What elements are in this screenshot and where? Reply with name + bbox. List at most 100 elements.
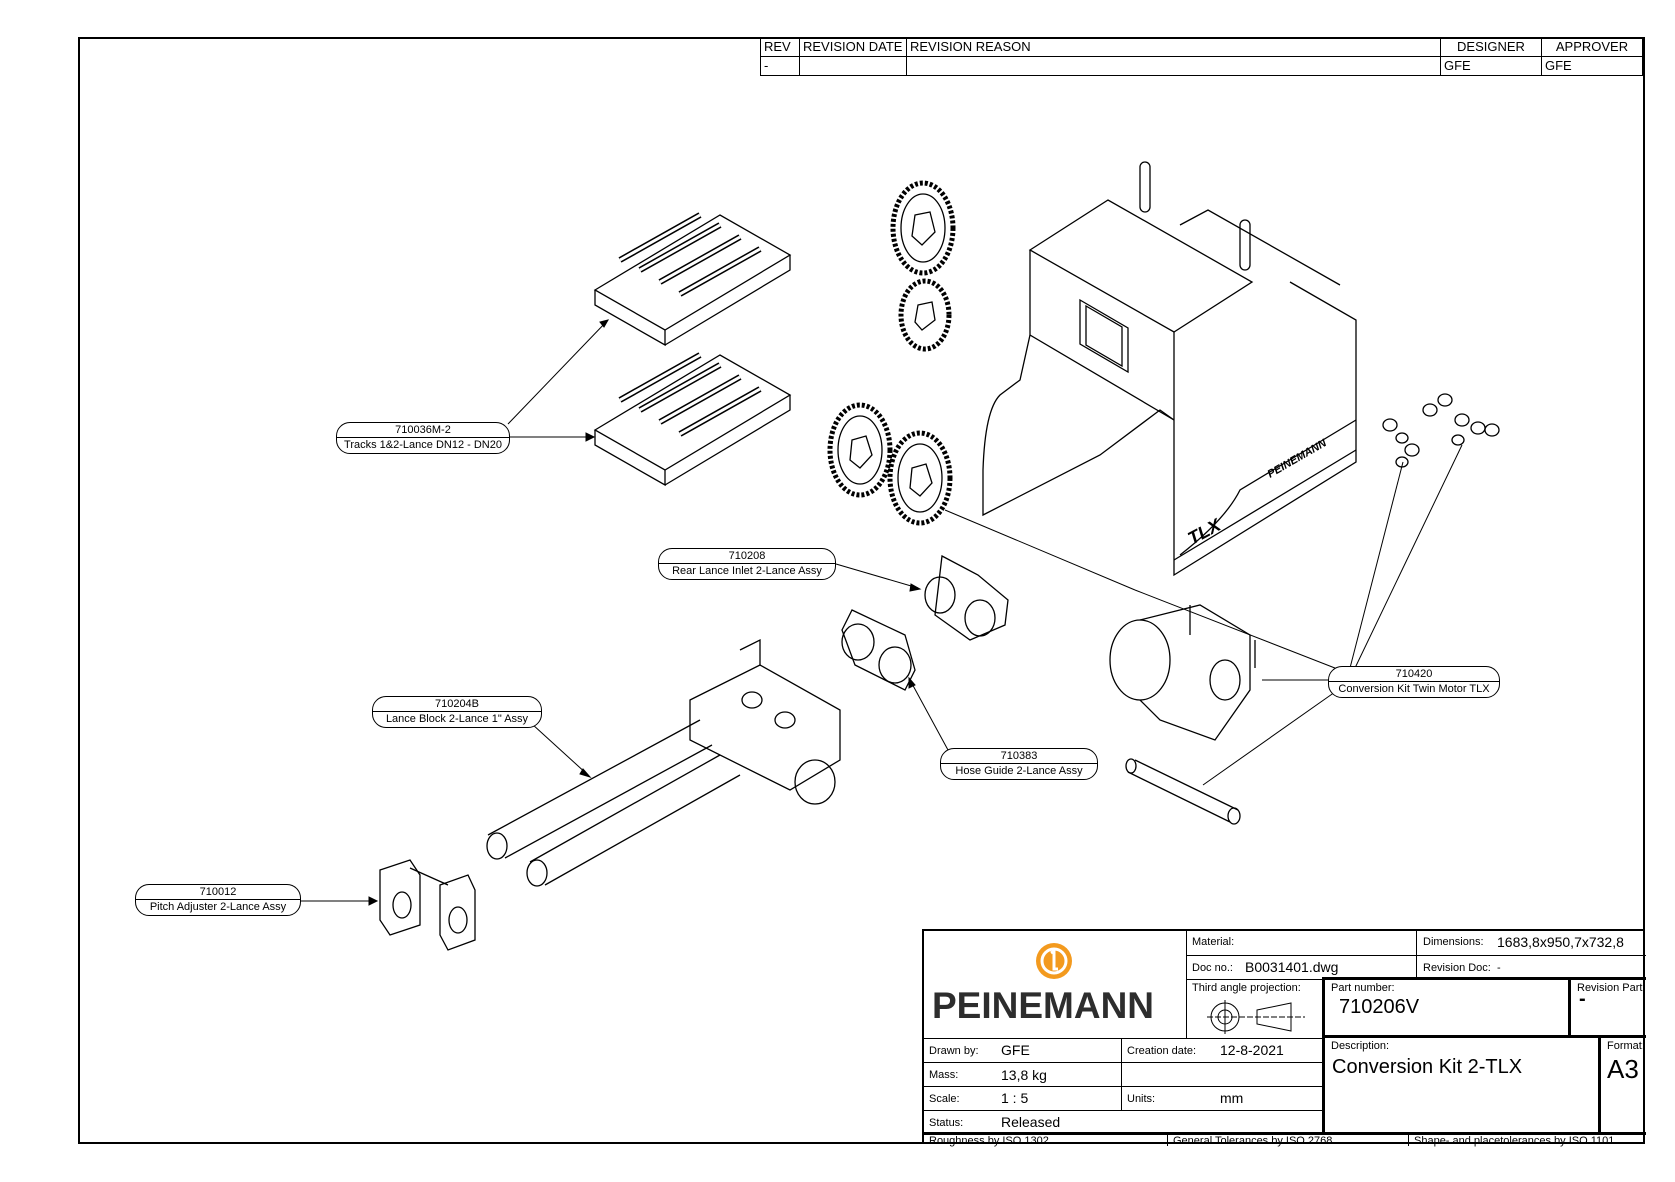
tolerances-note: General Tolerances by ISO 2768 (1173, 1135, 1333, 1147)
revision-header-row: REV REVISION DATE REVISION REASON DESIGN… (760, 38, 1644, 57)
drawn-by-label: Drawn by: (929, 1045, 979, 1057)
gear-large-left (827, 402, 893, 498)
callout-number: 710420 (1329, 667, 1499, 682)
company-logo: PEINEMANN (924, 931, 1186, 1038)
creation-date-label: Creation date: (1127, 1045, 1197, 1057)
leader-twin-motor-2 (1134, 589, 1341, 671)
dimensions-value: 1683,8x950,7x732,8 (1497, 934, 1624, 950)
units-value: mm (1220, 1090, 1244, 1106)
dimensions-cell: Dimensions: 1683,8x950,7x732,8 (1416, 931, 1646, 955)
scale-value: 1 : 5 (1001, 1090, 1029, 1106)
callout-twin-motor: 710420 Conversion Kit Twin Motor TLX (1328, 666, 1500, 698)
format-value: A3 (1607, 1054, 1639, 1084)
status-cell: Status: Released (924, 1110, 1322, 1134)
loose-tube (1125, 758, 1241, 825)
mass-label: Mass: (929, 1069, 959, 1081)
dimensions-label: Dimensions: (1423, 936, 1484, 948)
gear-small-top (898, 278, 952, 352)
arrow-head (579, 768, 592, 778)
units-label: Units: (1127, 1093, 1156, 1105)
leader-twin-motor-5 (1202, 691, 1336, 786)
shape-tolerances-note: Shape- and placetolerances by ISO 1101 (1414, 1135, 1615, 1147)
leader-rear-inlet (835, 563, 919, 589)
roughness-note-cell: Roughness by ISO 1302 (924, 1132, 1167, 1147)
creation-date-value: 12-8-2021 (1220, 1042, 1284, 1058)
callout-description: Lance Block 2-Lance 1" Assy (385, 713, 529, 725)
callout-number: 710383 (941, 749, 1097, 764)
track-assembly-upper (593, 212, 792, 347)
lance-tubes (486, 719, 741, 887)
revision-part-cell: Revision Part: - (1568, 977, 1646, 1038)
description-cell: Description: Conversion Kit 2-TLX (1322, 1035, 1598, 1134)
revision-part-label: Revision Part: (1577, 982, 1646, 994)
arrow-head (599, 319, 610, 328)
tolerances-note-cell: General Tolerances by ISO 2768 (1167, 1132, 1408, 1147)
status-value: Released (1001, 1114, 1061, 1130)
pitch-adjuster (379, 859, 476, 951)
leader-lines (298, 319, 1463, 906)
gear-large-top (890, 180, 956, 276)
format-label: Format: (1607, 1040, 1645, 1052)
callout-lance-block: 710204B Lance Block 2-Lance 1" Assy (372, 696, 542, 728)
callout-number: 710036M-2 (337, 423, 509, 438)
logo-wordmark: PEINEMANN (932, 985, 1155, 1026)
gear-large-right (887, 430, 953, 526)
material-cell: Material: (1186, 931, 1416, 955)
tlx-housing (982, 161, 1357, 577)
status-label: Status: (929, 1117, 964, 1129)
callout-tracks: 710036M-2 Tracks 1&2-Lance DN12 - DN20 (336, 422, 510, 454)
housing-brand-label: PEINEMANN (1266, 437, 1330, 481)
drawn-by-value: GFE (1001, 1042, 1030, 1058)
leader-twin-motor-2b (944, 509, 1136, 591)
description-value: Conversion Kit 2-TLX (1332, 1056, 1523, 1078)
revision-doc-label: Revision Doc: (1423, 962, 1491, 974)
track-assembly-lower (593, 352, 792, 487)
callout-description: Tracks 1&2-Lance DN12 - DN20 (344, 439, 502, 451)
rev-header: REV (760, 38, 800, 57)
leader-lance-block (531, 723, 589, 776)
callout-rear-lance-inlet: 710208 Rear Lance Inlet 2-Lance Assy (658, 548, 836, 580)
doc-no-value: B0031401.dwg (1245, 959, 1339, 975)
approver-header: APPROVER (1541, 38, 1644, 57)
callout-description: Hose Guide 2-Lance Assy (955, 765, 1083, 777)
callout-description: Rear Lance Inlet 2-Lance Assy (672, 565, 822, 577)
mass-value: 13,8 kg (1001, 1067, 1047, 1083)
elbow-fittings (1382, 393, 1500, 468)
callout-hose-guide: 710383 Hose Guide 2-Lance Assy (940, 748, 1098, 780)
leader-twin-motor-4 (1354, 444, 1463, 669)
revision-doc-value: - (1497, 962, 1501, 974)
callout-number: 710012 (136, 885, 300, 900)
callout-number: 710208 (659, 549, 835, 564)
part-number-cell: Part number: 710206V (1322, 977, 1568, 1038)
third-angle-projection-icon (1207, 1000, 1305, 1034)
callout-description: Pitch Adjuster 2-Lance Assy (149, 901, 287, 913)
rear-lance-inlet (924, 554, 1009, 641)
lance-block (689, 638, 841, 805)
arrow-head (368, 896, 379, 906)
shape-tolerances-note-cell: Shape- and placetolerances by ISO 1101 (1408, 1132, 1646, 1147)
scale-cell: Scale: 1 : 5 (924, 1086, 1121, 1110)
title-block: PEINEMANN Material: Dimensions: 1683,8x9… (922, 929, 1646, 1147)
leader-tracks-1 (507, 319, 609, 425)
approver-value: GFE (1541, 56, 1644, 76)
units-cell: Units: mm (1121, 1086, 1322, 1110)
scale-label: Scale: (929, 1093, 960, 1105)
arrow-head (585, 432, 596, 442)
mass-cell: Mass: 13,8 kg (924, 1062, 1121, 1086)
revision-table: REV REVISION DATE REVISION REASON DESIGN… (760, 38, 1644, 76)
designer-value: GFE (1440, 56, 1542, 76)
callout-pitch-adjuster: 710012 Pitch Adjuster 2-Lance Assy (135, 884, 301, 916)
part-number-value: 710206V (1339, 996, 1420, 1018)
description-label: Description: (1331, 1040, 1390, 1052)
empty-cell (1121, 1062, 1322, 1086)
callout-number: 710204B (373, 697, 541, 712)
format-cell: Format: A3 (1598, 1035, 1646, 1134)
leader-hose-guide (909, 679, 949, 751)
projection-label: Third angle projection: (1192, 982, 1301, 994)
callout-description: Conversion Kit Twin Motor TLX (1338, 683, 1490, 695)
roughness-note: Roughness by ISO 1302 (929, 1135, 1049, 1147)
hose-guide (841, 609, 916, 691)
arrow-head (909, 583, 922, 592)
drawn-by-cell: Drawn by: GFE (924, 1038, 1121, 1062)
